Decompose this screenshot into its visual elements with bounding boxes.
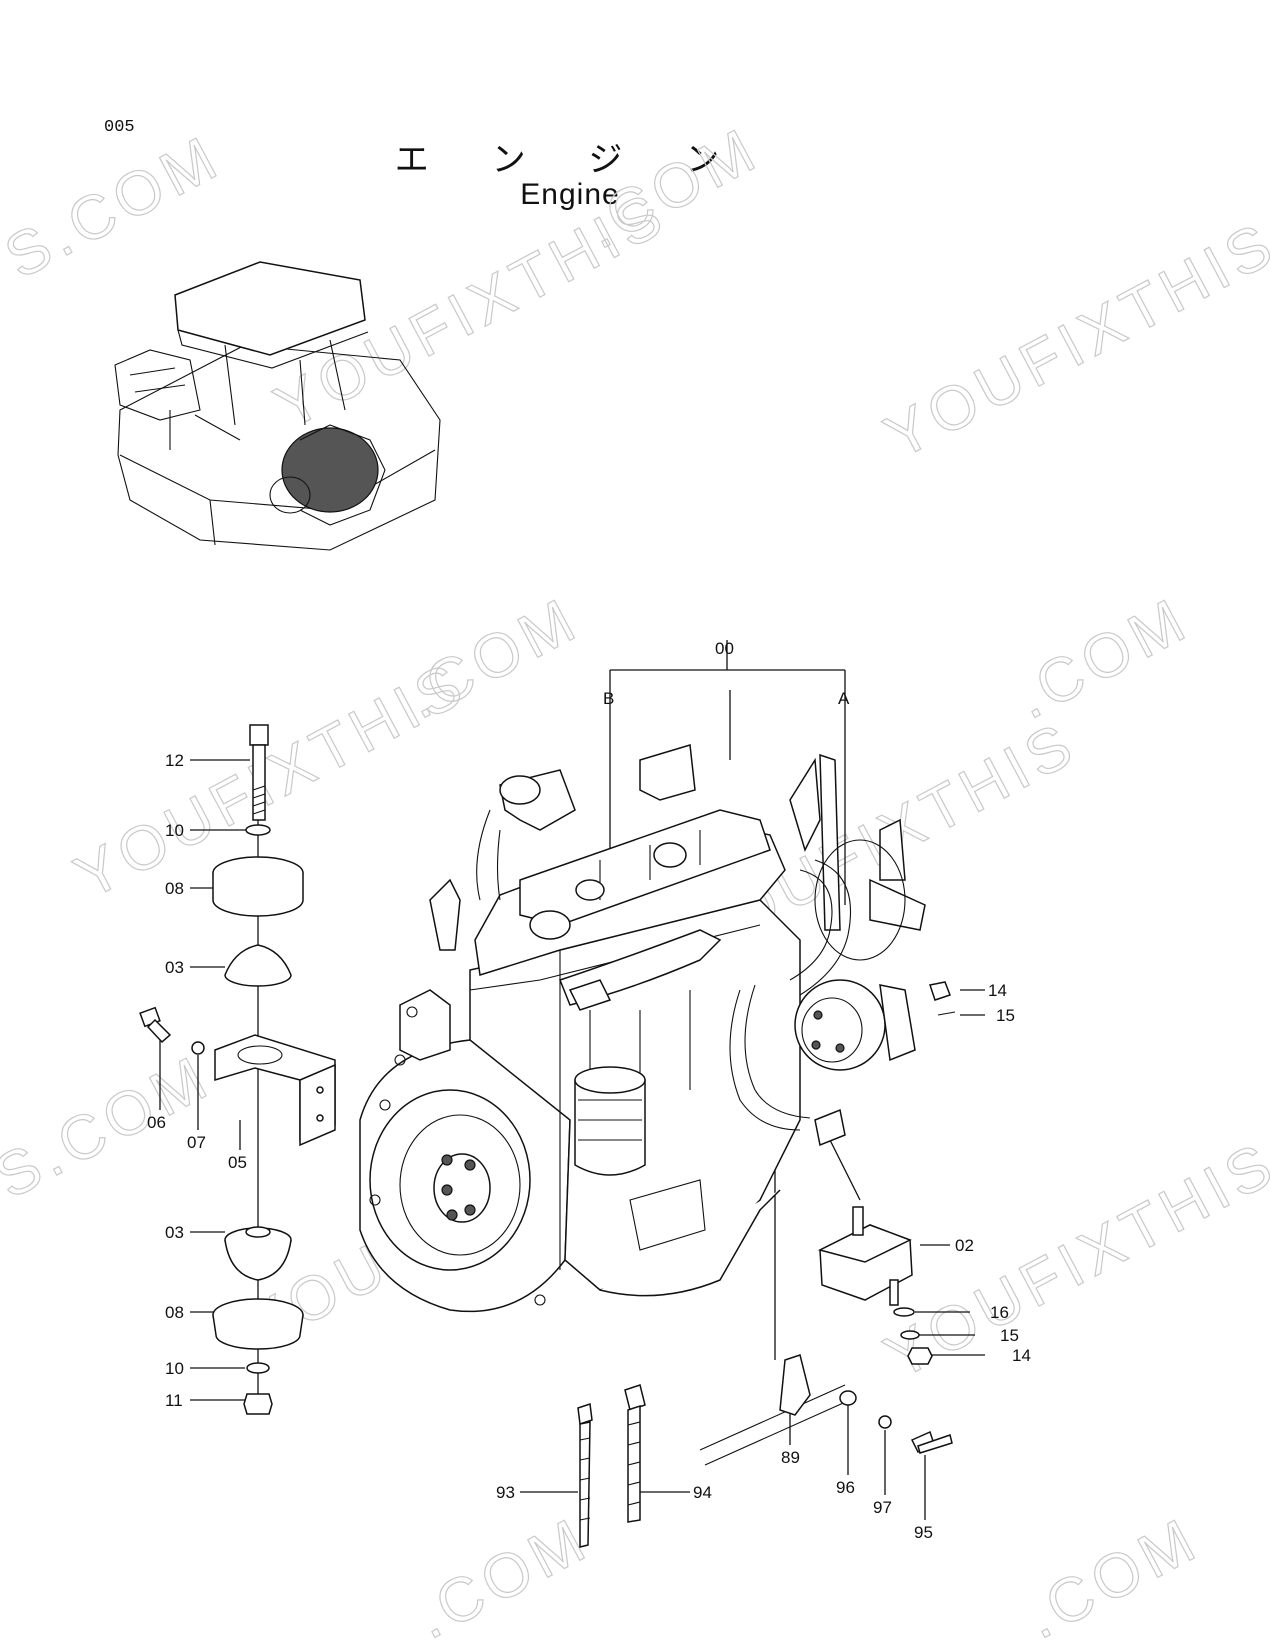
callout-14: 14 [988, 981, 1007, 1000]
callout-05: 05 [228, 1153, 247, 1172]
nut-11 [243, 1393, 273, 1415]
bolt-head [249, 724, 269, 746]
washer-10 [246, 1362, 270, 1374]
watermark-text: .COM [404, 1504, 601, 1650]
callout-97: 97 [873, 1498, 892, 1517]
callout-10: 10 [165, 821, 184, 840]
watermark-text: YOUFIXTHIS [874, 209, 1275, 473]
callout-08: 08 [165, 879, 184, 898]
engine-mount-assembly [139, 724, 336, 1415]
rubber-cushion-upper [224, 944, 292, 987]
callout-03: 03 [165, 958, 184, 977]
clamp-assembly [699, 1354, 953, 1466]
lock-washer-07 [191, 1041, 205, 1055]
machine-overview-illustration [114, 261, 441, 551]
watermark-text: .COM [394, 584, 591, 732]
callout-93: 93 [496, 1483, 515, 1502]
page-number: 005 [104, 118, 135, 137]
callout-06: 06 [147, 1113, 166, 1132]
engine-body [359, 744, 926, 1313]
callout-12: 12 [165, 751, 184, 770]
callout-14: 14 [1012, 1346, 1031, 1365]
watermark-text: YOUFIXTHIS [874, 1129, 1275, 1393]
cable-ties [577, 1384, 646, 1548]
bolt-shank [252, 744, 266, 821]
callout-15: 15 [1000, 1326, 1019, 1345]
washer [245, 824, 271, 836]
title-japanese: エ ン ジ ン [394, 140, 746, 180]
callout-03: 03 [165, 1223, 184, 1242]
callout-11: 11 [165, 1391, 183, 1410]
callout-89: 89 [781, 1448, 800, 1467]
callout-96: 96 [836, 1478, 855, 1497]
engine-mount-right [817, 981, 956, 1365]
title-english: Engine [520, 178, 620, 211]
callout-labels: 00 B A 12 10 08 03 06 07 05 03 08 10 11 … [147, 639, 1031, 1542]
leader-lines [159, 640, 985, 1520]
watermark-text: S.COM [0, 1042, 223, 1212]
callout-16: 16 [990, 1303, 1009, 1322]
watermark-text: .COM [1004, 584, 1201, 732]
watermark-text: .COM [1014, 1504, 1211, 1650]
callout-10: 10 [165, 1359, 184, 1378]
callout-94: 94 [693, 1483, 712, 1502]
callout-A: A [838, 689, 850, 708]
callout-95: 95 [914, 1523, 933, 1542]
callout-B: B [603, 689, 614, 708]
callout-02: 02 [955, 1236, 974, 1255]
callout-08: 08 [165, 1303, 184, 1322]
watermark-text: S.COM [0, 122, 233, 292]
callout-07: 07 [187, 1133, 206, 1152]
callout-15: 15 [996, 1006, 1015, 1025]
callout-00: 00 [715, 639, 734, 658]
